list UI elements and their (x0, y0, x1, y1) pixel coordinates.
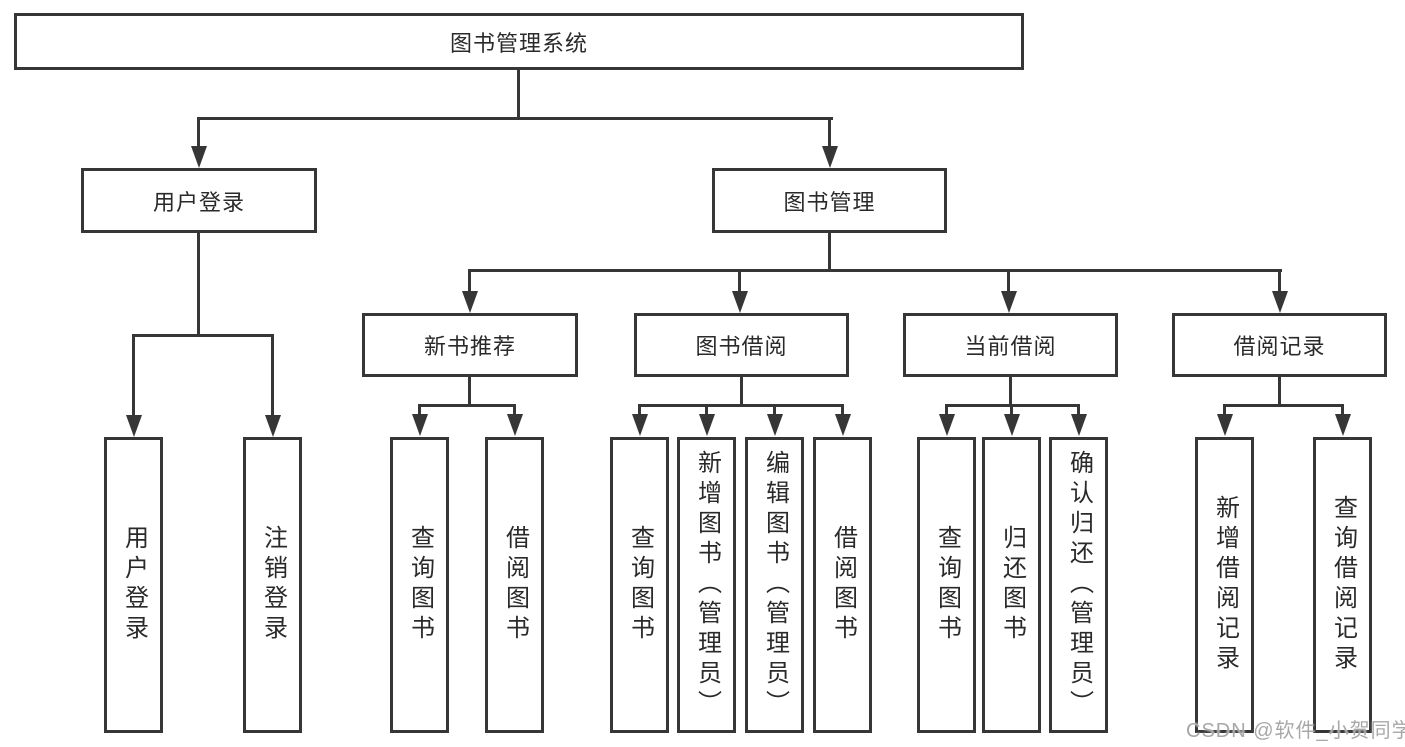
arrow-down-icon (699, 414, 715, 436)
node-current-borrow: 当前借阅 (903, 313, 1118, 377)
arrow-down-icon (767, 414, 783, 436)
leaf-borrow-book: 借阅图书 (485, 437, 544, 733)
connector-drop (828, 117, 831, 149)
connector-drop (468, 269, 471, 293)
connector-drop (1007, 269, 1010, 293)
connector-drop (1278, 269, 1281, 293)
connector-drop (738, 269, 741, 293)
connector-drop (1341, 404, 1344, 416)
node-user-login: 用户登录 (81, 168, 317, 233)
connector-drop (945, 404, 948, 416)
connector-drop (773, 404, 776, 416)
node-borrow-records: 借阅记录 (1172, 313, 1387, 377)
arrow-down-icon (191, 146, 207, 168)
arrow-down-icon (1004, 414, 1020, 436)
connector-drop (1223, 404, 1226, 416)
arrow-down-icon (939, 414, 955, 436)
connector-drop (638, 404, 641, 416)
connector-drop (197, 117, 200, 149)
leaf-query-borrow-record: 查询借阅记录 (1313, 437, 1372, 733)
arrow-down-icon (732, 291, 748, 313)
connector-stem (740, 377, 743, 406)
leaf-add-book-admin: 新增图书（管理员） (677, 437, 736, 733)
arrow-down-icon (632, 414, 648, 436)
arrow-down-icon (126, 415, 142, 437)
connector-drop (418, 404, 421, 416)
arrow-down-icon (1272, 291, 1288, 313)
connector-level2-branch (197, 117, 833, 120)
csdn-watermark: CSDN @软件_小贺同学 (1186, 720, 1405, 742)
connector-root-stem (517, 68, 520, 118)
connector-book-management-stem (828, 233, 831, 271)
connector-drop (841, 404, 844, 416)
leaf-query-books: 查询图书 (390, 437, 449, 733)
node-new-book-recommend: 新书推荐 (362, 313, 578, 377)
connector-user-login-branch (132, 334, 274, 337)
connector-user-login-stem (197, 233, 200, 336)
connector-branch (638, 404, 844, 407)
node-book-management: 图书管理 (712, 168, 947, 233)
leaf-query-books: 查询图书 (917, 437, 976, 733)
arrow-down-icon (265, 415, 281, 437)
connector-drop (132, 334, 135, 417)
connector-branch (418, 404, 516, 407)
connector-level3-branch (468, 269, 1282, 272)
leaf-user-login: 用户登录 (104, 437, 163, 733)
arrow-down-icon (462, 291, 478, 313)
arrow-down-icon (507, 414, 523, 436)
connector-drop (1010, 404, 1013, 416)
connector-drop (513, 404, 516, 416)
leaf-query-books: 查询图书 (610, 437, 669, 733)
connector-drop (271, 334, 274, 417)
node-book-borrow: 图书借阅 (634, 313, 849, 377)
connector-stem (1278, 377, 1281, 406)
leaf-edit-book-admin: 编辑图书（管理员） (745, 437, 804, 733)
connector-stem (468, 377, 471, 406)
arrow-down-icon (835, 414, 851, 436)
arrow-down-icon (1071, 414, 1087, 436)
arrow-down-icon (1217, 414, 1233, 436)
leaf-add-borrow-record: 新增借阅记录 (1195, 437, 1254, 733)
arrow-down-icon (412, 414, 428, 436)
arrow-down-icon (1335, 414, 1351, 436)
leaf-borrow-book: 借阅图书 (813, 437, 872, 733)
leaf-logout: 注销登录 (243, 437, 302, 733)
arrow-down-icon (1001, 291, 1017, 313)
connector-drop (1077, 404, 1080, 416)
node-library-management-system: 图书管理系统 (14, 13, 1024, 70)
connector-stem (1009, 377, 1012, 406)
leaf-confirm-return-admin: 确认归还（管理员） (1049, 437, 1108, 733)
connector-branch (1223, 404, 1344, 407)
connector-drop (705, 404, 708, 416)
arrow-down-icon (822, 146, 838, 168)
leaf-return-book: 归还图书 (982, 437, 1041, 733)
